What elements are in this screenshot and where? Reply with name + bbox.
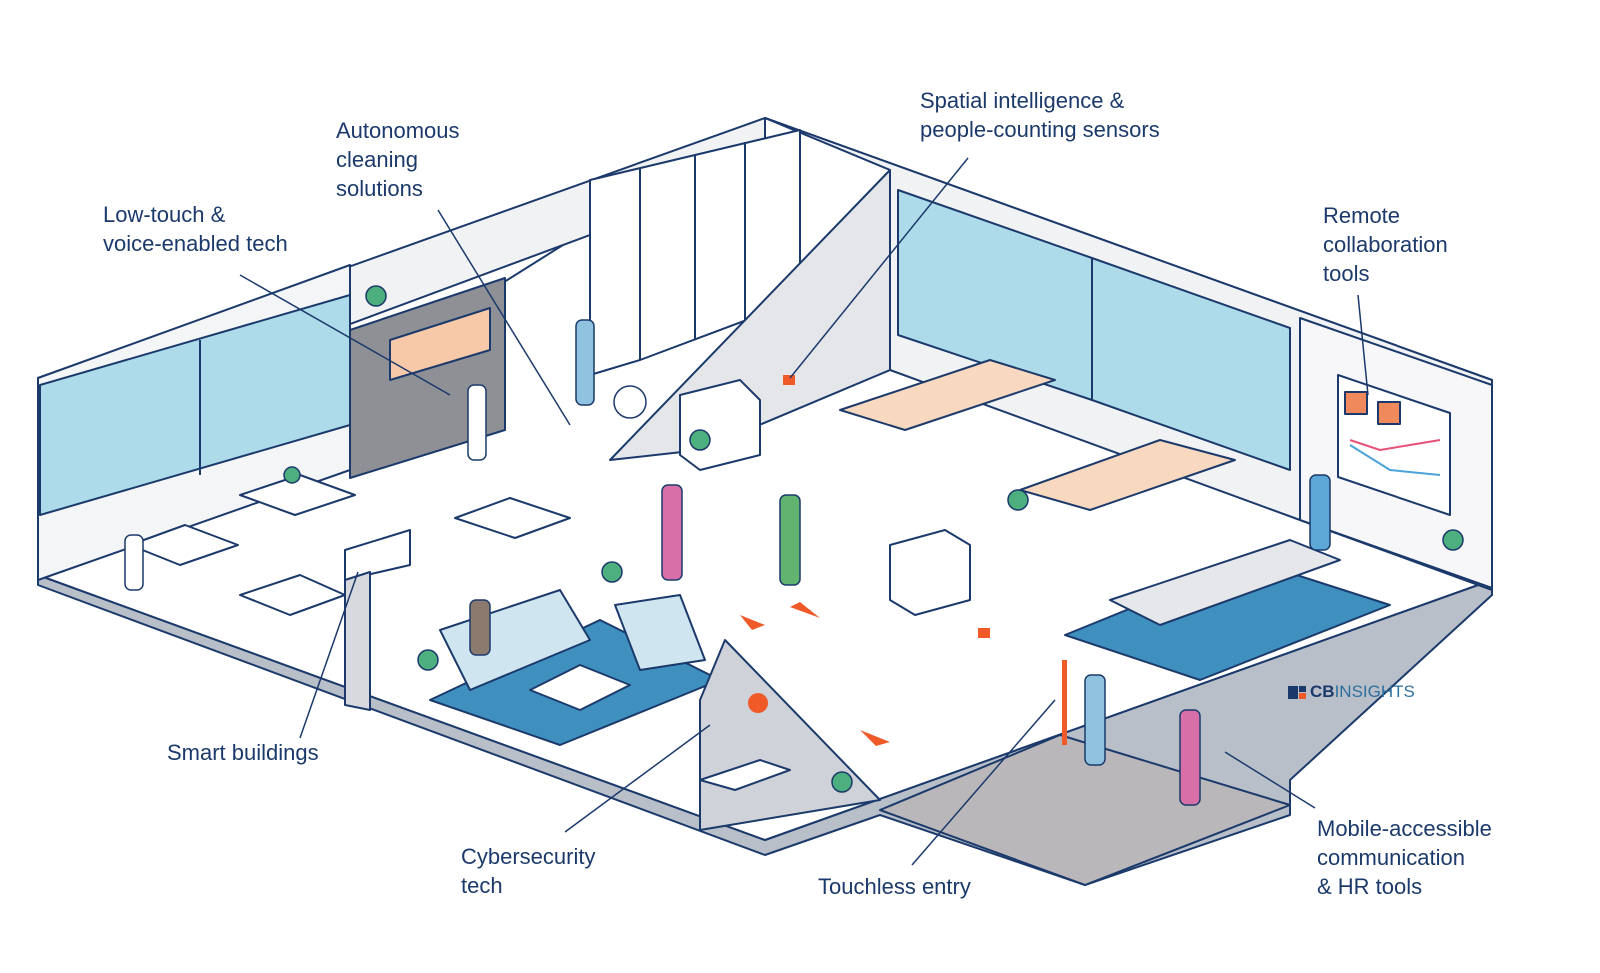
person [779, 494, 801, 586]
label-cybersecurity: Cybersecurity tech [461, 844, 596, 898]
person [661, 484, 683, 581]
desk-row [1019, 439, 1236, 511]
plant-icon [1007, 489, 1029, 511]
cbinsights-logo-icon [1288, 685, 1306, 699]
cbinsights-logo: CBINSIGHTS [1288, 682, 1415, 702]
logo-insights: INSIGHTS [1334, 682, 1415, 701]
pillar [344, 571, 371, 711]
person [469, 599, 491, 656]
plant-icon [831, 771, 853, 793]
label-mobile-hr-tools: Mobile-accessible communication & HR too… [1317, 816, 1492, 899]
hvac-unit [344, 529, 411, 581]
shield-icon [748, 693, 768, 713]
touchless-post [1062, 660, 1067, 745]
person [124, 534, 144, 591]
right-window-2 [1091, 257, 1291, 471]
cafe-table [129, 524, 239, 566]
arrow-icon [740, 615, 765, 630]
sofa [439, 589, 591, 691]
entry-mat [879, 734, 1291, 886]
label-smart-buildings: Smart buildings [167, 740, 319, 765]
arrow-icon [860, 730, 890, 746]
printer [889, 529, 971, 616]
cafe-table [239, 474, 356, 516]
person [1179, 709, 1201, 806]
person [1084, 674, 1106, 766]
person [575, 319, 595, 406]
stair-ramp [609, 169, 891, 461]
person [467, 384, 487, 461]
cafe-table [454, 497, 571, 539]
label-low-touch-tech: Low-touch & voice-enabled tech [103, 202, 288, 256]
printer [679, 379, 761, 471]
arrow-icon [790, 602, 820, 618]
label-spatial-intelligence: Spatial intelligence & people-counting s… [920, 88, 1160, 142]
logo-cb: CB [1310, 682, 1335, 701]
plant-icon [365, 285, 387, 307]
leader-lines [239, 157, 1369, 866]
person [1309, 474, 1331, 551]
plant-icon [417, 649, 439, 671]
sensor-icon [978, 628, 990, 638]
plant-icon [1442, 529, 1464, 551]
plant-icon [601, 561, 623, 583]
meeting-table [1109, 539, 1341, 626]
plant-icon [283, 466, 301, 484]
armchair [614, 594, 706, 671]
sensor-icon [783, 375, 795, 385]
plant-icon [689, 429, 711, 451]
label-touchless-entry: Touchless entry [818, 874, 971, 899]
cyber-desk [699, 759, 791, 791]
label-autonomous-cleaning: Autonomous cleaning solutions [336, 118, 460, 201]
coffee-table [529, 664, 631, 711]
label-remote-collaboration: Remote collaboration tools [1323, 203, 1448, 286]
desk-row [839, 359, 1056, 431]
robot-cleaner [613, 385, 647, 419]
